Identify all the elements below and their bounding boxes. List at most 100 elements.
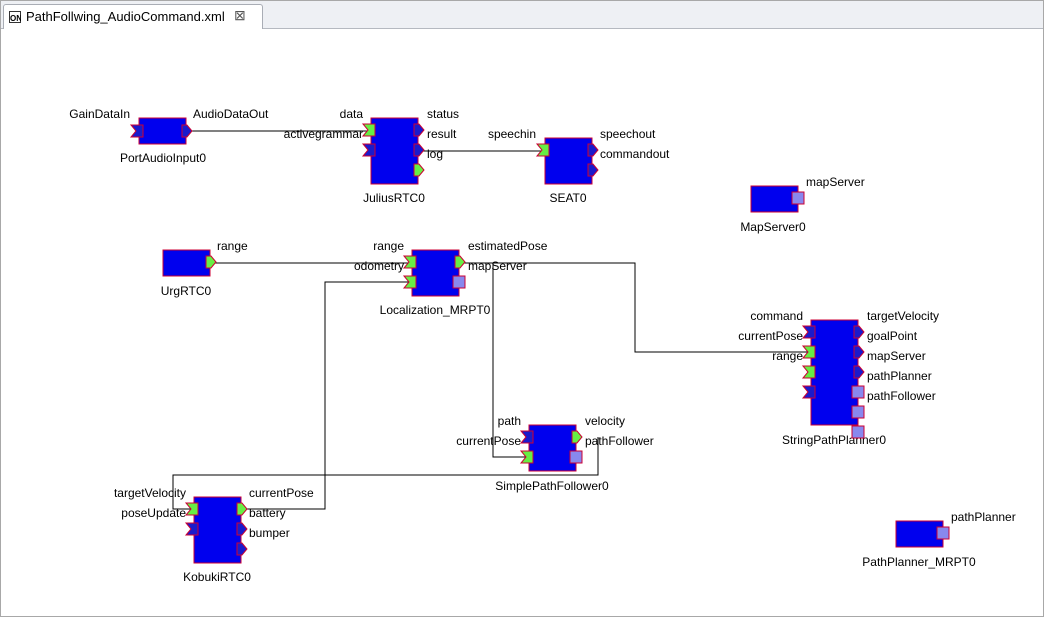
tab-pathfollowing-audiocommand[interactable]: ON PathFollwing_AudioCommand.xml ⊠ <box>3 4 263 29</box>
outport-icon[interactable] <box>236 522 248 536</box>
outport-icon[interactable] <box>587 143 599 157</box>
inport-icon[interactable] <box>361 143 376 157</box>
service-port-icon[interactable] <box>452 275 466 289</box>
port-data[interactable]: data <box>340 107 376 137</box>
port-speechin[interactable]: speechin <box>488 127 550 157</box>
connection-wire[interactable] <box>241 281 412 510</box>
service-port-icon[interactable] <box>851 385 865 399</box>
port-command[interactable]: command <box>750 309 816 339</box>
inport-icon[interactable] <box>129 124 144 138</box>
service-port-icon[interactable] <box>851 425 865 439</box>
inport-icon[interactable] <box>402 275 417 289</box>
port-pathfollower[interactable]: pathFollower <box>569 434 654 464</box>
inport-icon[interactable] <box>361 123 376 137</box>
inport-icon[interactable] <box>519 450 534 464</box>
port-status[interactable]: status <box>413 107 459 137</box>
port-mapserver[interactable]: mapServer <box>791 175 865 205</box>
outport-icon[interactable] <box>571 430 583 444</box>
component-body[interactable] <box>895 520 944 548</box>
component-kobukirtc0[interactable]: KobukiRTC0targetVelocityposeUpdatecurren… <box>114 486 314 584</box>
component-body[interactable] <box>411 249 460 297</box>
outport-icon[interactable] <box>853 345 865 359</box>
service-port-icon[interactable] <box>936 526 950 540</box>
component-body[interactable] <box>138 117 187 145</box>
port-mapserver[interactable]: mapServer <box>853 349 926 379</box>
port-unnamed[interactable] <box>801 385 816 399</box>
port-odometry[interactable]: odometry <box>354 259 417 289</box>
port-currentpose[interactable]: currentPose <box>738 329 816 359</box>
inport-icon[interactable] <box>801 345 816 359</box>
inport-icon[interactable] <box>801 325 816 339</box>
component-juliusrtc0[interactable]: JuliusRTC0dataactivegrammarstatusresultl… <box>284 107 459 205</box>
component-body[interactable] <box>370 117 419 185</box>
port-poseupdate[interactable]: poseUpdate <box>121 506 199 536</box>
close-icon[interactable]: ⊠ <box>234 7 246 23</box>
port-result[interactable]: result <box>413 127 457 157</box>
component-body[interactable] <box>544 137 593 185</box>
connection-wire[interactable] <box>172 437 599 510</box>
component-body[interactable] <box>162 249 211 277</box>
component-body[interactable] <box>810 319 859 426</box>
outport-icon[interactable] <box>413 123 425 137</box>
outport-icon[interactable] <box>853 325 865 339</box>
port-targetvelocity[interactable]: targetVelocity <box>853 309 939 339</box>
port-battery[interactable]: battery <box>236 506 286 536</box>
port-targetvelocity[interactable]: targetVelocity <box>114 486 199 516</box>
component-stringpathplanner0[interactable]: StringPathPlanner0commandcurrentPoserang… <box>738 309 939 447</box>
port-estimatedpose[interactable]: estimatedPose <box>454 239 548 269</box>
outport-icon[interactable] <box>853 365 865 379</box>
inport-icon[interactable] <box>535 143 550 157</box>
outport-icon[interactable] <box>413 163 425 177</box>
outport-icon[interactable] <box>413 143 425 157</box>
inport-icon[interactable] <box>801 385 816 399</box>
port-goalpoint[interactable]: goalPoint <box>853 329 918 359</box>
port-range[interactable]: range <box>772 349 816 379</box>
port-bumper[interactable]: bumper <box>236 526 290 556</box>
outport-icon[interactable] <box>236 502 248 516</box>
port-audiodataout[interactable]: AudioDataOut <box>181 107 269 138</box>
port-gaindatain[interactable]: GainDataIn <box>69 107 144 138</box>
service-port-icon[interactable] <box>851 405 865 419</box>
port-unnamed[interactable] <box>851 425 865 439</box>
outport-icon[interactable] <box>205 255 217 269</box>
port-pathplanner[interactable]: pathPlanner <box>936 510 1016 540</box>
outport-icon[interactable] <box>181 124 193 138</box>
component-body[interactable] <box>193 496 242 564</box>
port-commandout[interactable]: commandout <box>587 147 670 177</box>
connection-wire[interactable] <box>459 262 811 353</box>
component-simplepathfollower0[interactable]: SimplePathFollower0pathcurrentPoseveloci… <box>456 414 653 493</box>
inport-icon[interactable] <box>519 430 534 444</box>
port-speechout[interactable]: speechout <box>587 127 656 157</box>
inport-icon[interactable] <box>184 522 199 536</box>
port-currentpose[interactable]: currentPose <box>456 434 534 464</box>
outport-icon[interactable] <box>454 255 466 269</box>
service-port-icon[interactable] <box>569 450 583 464</box>
component-localization-mrpt0[interactable]: Localization_MRPT0rangeodometryestimated… <box>354 239 548 317</box>
service-port-icon[interactable] <box>791 191 805 205</box>
port-range[interactable]: range <box>373 239 417 269</box>
outport-icon[interactable] <box>236 542 248 556</box>
component-body[interactable] <box>528 424 577 472</box>
port-mapserver[interactable]: mapServer <box>452 259 527 289</box>
port-range[interactable]: range <box>205 239 248 269</box>
port-log[interactable]: log <box>413 147 443 177</box>
inport-icon[interactable] <box>402 255 417 269</box>
outport-icon[interactable] <box>587 163 599 177</box>
inport-icon[interactable] <box>801 365 816 379</box>
port-velocity[interactable]: velocity <box>571 414 625 444</box>
component-body[interactable] <box>750 185 799 213</box>
port-activegrammar[interactable]: activegrammar <box>284 127 376 157</box>
port-pathfollower[interactable]: pathFollower <box>851 389 936 419</box>
port-currentpose[interactable]: currentPose <box>236 486 314 516</box>
connection-wire[interactable] <box>492 263 529 458</box>
port-pathplanner[interactable]: pathPlanner <box>851 369 932 399</box>
connection-layer <box>172 130 811 510</box>
port-path[interactable]: path <box>498 414 534 444</box>
inport-icon[interactable] <box>184 502 199 516</box>
